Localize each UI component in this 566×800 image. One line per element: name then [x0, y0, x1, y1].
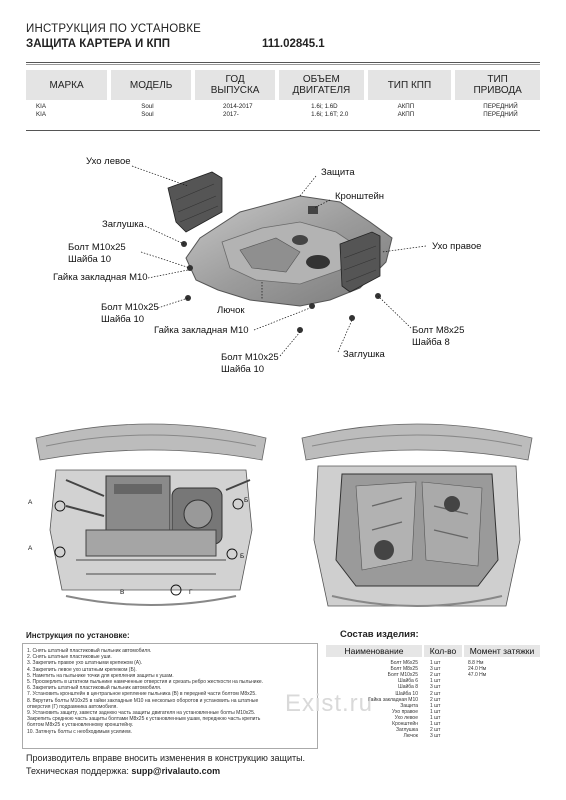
instruction-step: Закрепить среднюю часть защиты болтами М…: [27, 716, 261, 723]
part-qty: 1 шт: [430, 708, 441, 715]
instruction-step: болтом М8х25 к установленному кронштейну…: [27, 722, 134, 729]
label-right-ear: Ухо правое: [432, 241, 482, 252]
label-bolt-m8: Болт М8х25: [412, 325, 465, 336]
instruction-step: 4. Закрепить левое ухо штатным крепежом …: [27, 666, 137, 673]
instruction-step: 3. Закрепить правое ухо штатными крепежо…: [27, 660, 143, 667]
part-name: Кронштейн: [392, 721, 418, 727]
instruction-step: 5. Наметить на пыльнике точки для крепле…: [27, 672, 174, 679]
left-ear-shape: [167, 171, 223, 233]
label-bolt-m10: Болт М10х25: [101, 302, 159, 313]
header-title-line2: ЗАЩИТА КАРТЕРА И КПП: [26, 38, 171, 50]
exploded-diagram: [131, 165, 427, 357]
part-name: Ухо левое: [394, 714, 418, 721]
marker-b: Б: [240, 553, 245, 560]
part-name: Ухо правое: [392, 708, 418, 715]
instructions-box: 1. Снять штатный пластиковый пыльник авт…: [22, 643, 318, 749]
part-name: Шайба 6: [398, 678, 418, 685]
photo-before-install: [26, 410, 276, 622]
label-washer-10: Шайба 10: [101, 314, 145, 325]
support-email-link[interactable]: supp@rivalauto.com: [131, 766, 221, 776]
watermark: Exist.ru: [285, 690, 374, 717]
part-torque: 24.0 Нм: [468, 666, 487, 673]
part-qty: 1 шт: [430, 714, 441, 721]
instruction-step: 5. Просверлить в штатном пыльнике намече…: [27, 679, 264, 686]
part-name: Заглушка: [395, 727, 418, 734]
part-name: Болт М8х25: [390, 666, 418, 673]
marker-a: А: [28, 545, 33, 552]
part-qty: 3 шт: [430, 733, 441, 740]
table-row: KIA Soul 2014-2017 1.6i; 1.6D АКПП ПЕРЕД…: [36, 103, 518, 110]
label-washer-10: Шайба 10: [68, 254, 112, 265]
label-bracket: Кронштейн: [335, 191, 385, 202]
support-label: Техническая поддержка:: [26, 766, 129, 776]
instruction-step: 1. Снять штатный пластиковый пыльник авт…: [27, 648, 152, 654]
instruction-step: 6. Закрепить штатный пластиковый пыльник…: [27, 685, 162, 692]
column-header: МОДЕЛЬ: [107, 70, 194, 100]
label-washer-8: Шайба 8: [412, 337, 450, 348]
label-plug: Заглушка: [102, 219, 144, 230]
label-plug: Заглушка: [343, 349, 385, 360]
marker-g: Г: [189, 589, 193, 596]
label-bolt-m10: Болт М10х25: [68, 242, 126, 253]
part-qty: 2 шт: [430, 690, 441, 697]
column-header: ТИП ПРИВОДА: [451, 70, 540, 100]
part-name: Болт М6х25: [390, 660, 418, 666]
label-nut-m10: Гайка закладная М10: [154, 325, 249, 336]
part-qty: 2 шт: [430, 672, 441, 679]
bracket-shape: [308, 206, 318, 214]
part-torque: 8.8 Нм: [468, 660, 484, 666]
column-header: ТИП КПП: [363, 70, 454, 100]
part-qty: 3 шт: [430, 666, 441, 673]
part-qty: 3 шт: [430, 684, 441, 691]
label-left-ear: Ухо левое: [86, 156, 131, 167]
label-guard: Защита: [321, 167, 355, 178]
part-name: Шайба 10: [395, 690, 418, 697]
part-name: Лючок: [403, 733, 419, 740]
instruction-step: отверстия (Г) подрамника автомобиля.: [27, 703, 118, 710]
marker-b: Б: [244, 497, 249, 504]
part-name: Защита: [400, 702, 418, 709]
marker-a: А: [28, 499, 33, 506]
instruction-step: 8. Вкрутить болты М10х25 в гайки закладн…: [27, 697, 259, 704]
instruction-step: 2. Снять штатные пластиковые уши.: [27, 654, 112, 661]
divider: [26, 130, 540, 131]
instructions-title: Инструкция по установке:: [26, 631, 130, 640]
column-header: Момент затяжки: [464, 645, 540, 657]
part-name: Гайка закладная М10: [368, 696, 418, 703]
part-name: Болт М10х25: [387, 672, 418, 679]
column-header: Кол-во: [424, 645, 462, 657]
part-qty: 2 шт: [430, 727, 441, 734]
photo-after-install: [292, 410, 542, 622]
label-bolt-m10: Болт М10х25: [221, 352, 279, 363]
part-qty: 1 шт: [430, 660, 441, 666]
part-number: 111.02845.1: [262, 38, 325, 50]
part-qty: 1 шт: [430, 702, 441, 709]
divider: [26, 64, 540, 65]
part-qty: 1 шт: [430, 678, 441, 685]
table-row: KIA Soul 2017- 1.6i; 1.6T; 2.0 АКПП ПЕРЕ…: [36, 110, 518, 118]
label-hatch: Лючок: [217, 305, 245, 316]
instruction-step: 9. Установить защиту, завести заднюю час…: [27, 710, 256, 717]
column-header: Наименование: [326, 645, 422, 657]
part-torque: 47.0 Нм: [468, 672, 487, 679]
column-header: ГОД ВЫПУСКА: [191, 70, 278, 100]
column-header: ОБЪЕМ ДВИГАТЕЛЯ: [275, 70, 366, 100]
marker-v: В: [120, 589, 125, 596]
instructions-list: 1. Снять штатный пластиковый пыльник авт…: [27, 648, 263, 735]
footer-support: Техническая поддержка: supp@rivalauto.co…: [26, 766, 220, 776]
right-ear-shape: [339, 231, 381, 293]
part-qty: 1 шт: [430, 721, 441, 727]
parts-title: Состав изделия:: [340, 629, 419, 640]
instruction-step: 10. Затянуть болты с необходимым усилием…: [27, 728, 132, 735]
vehicle-spec-table: МАРКА МОДЕЛЬ ГОД ВЫПУСКА ОБЪЕМ ДВИГАТЕЛЯ…: [26, 70, 540, 118]
divider: [26, 62, 540, 63]
footer-disclaimer: Производитель вправе вносить изменения в…: [26, 753, 306, 763]
label-nut-m10: Гайка закладная М10: [53, 272, 148, 283]
instruction-step: 7. Установить кронштейн в центральное кр…: [27, 691, 257, 698]
part-qty: 2 шт: [430, 696, 441, 703]
header-title-line1: ИНСТРУКЦИЯ ПО УСТАНОВКЕ: [26, 23, 202, 35]
column-header: МАРКА: [26, 70, 110, 100]
label-washer-10: Шайба 10: [221, 364, 265, 375]
part-name: Шайба 8: [398, 684, 418, 691]
